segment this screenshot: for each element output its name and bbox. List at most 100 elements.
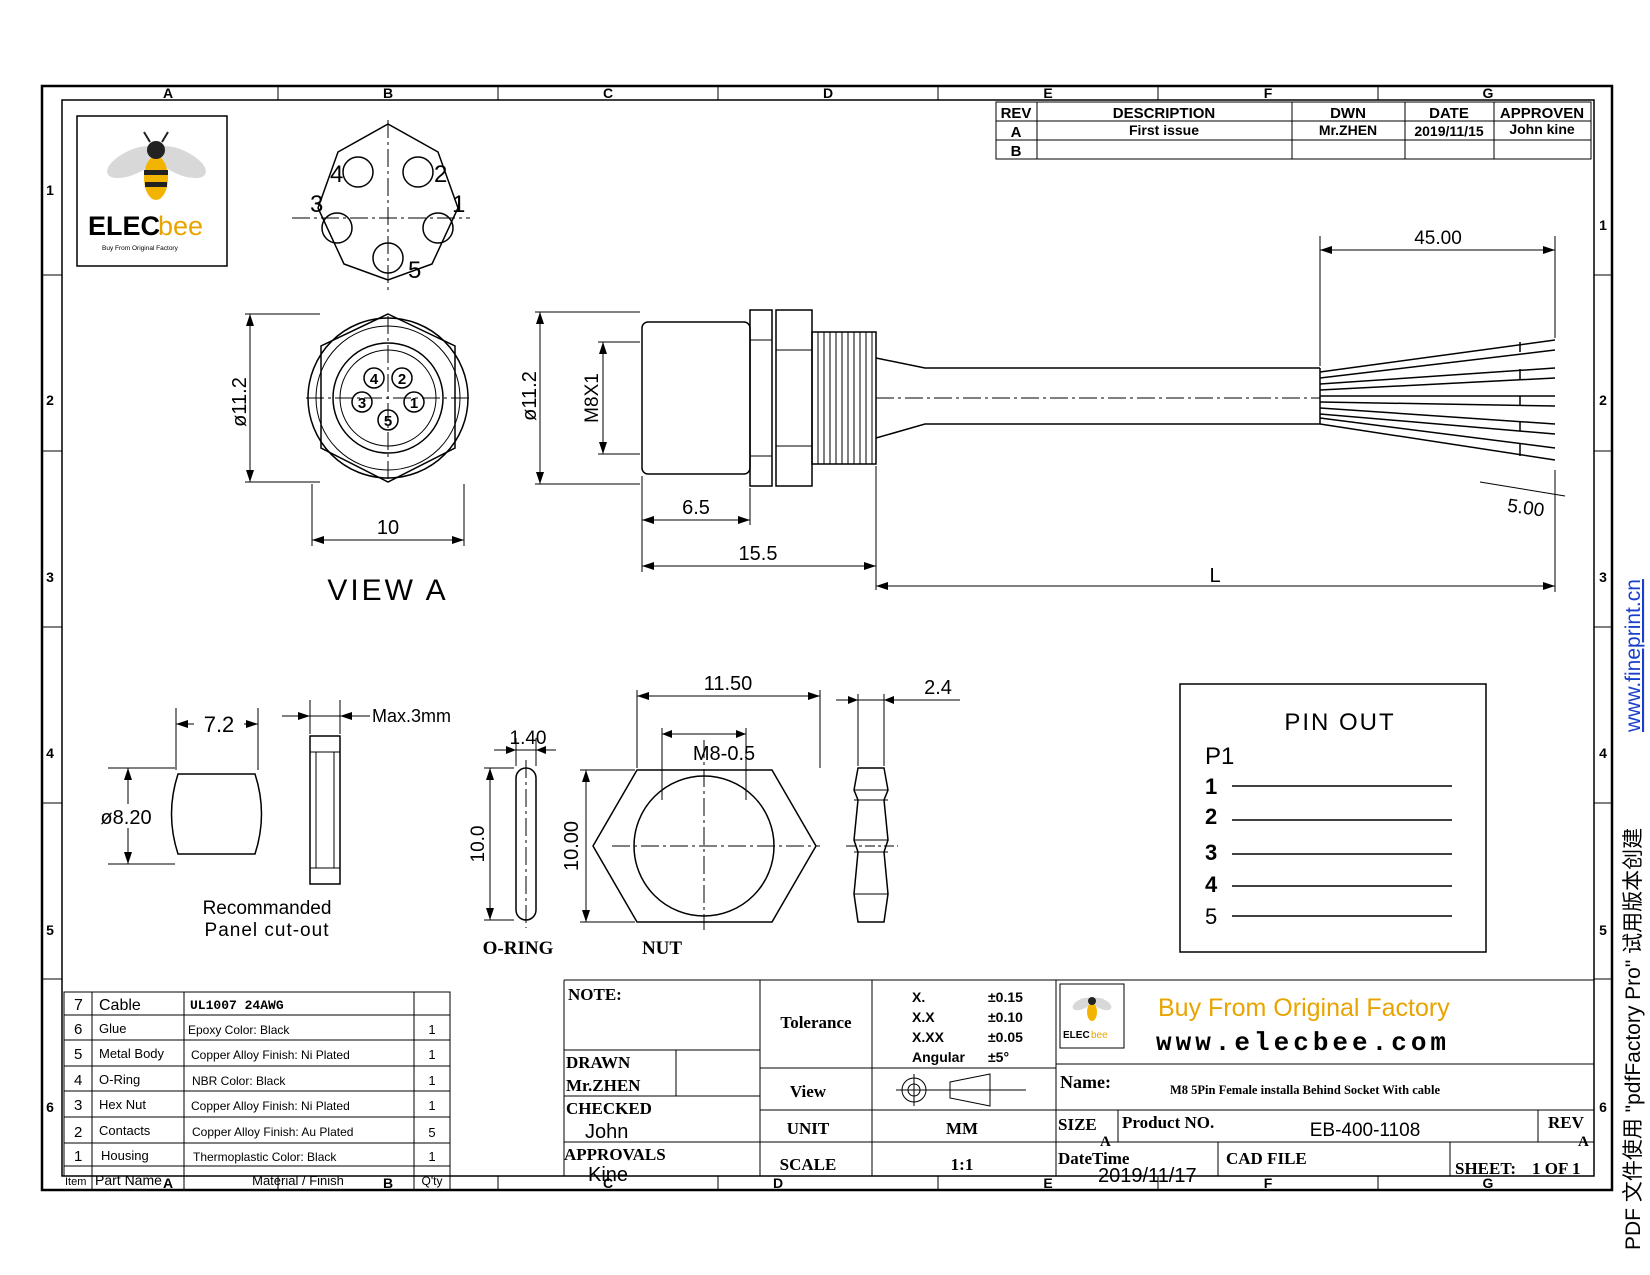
- pin-label: 2: [434, 161, 447, 188]
- o-ring: 1.40 10.0 O-RING: [468, 728, 556, 959]
- col-label: F: [1264, 1175, 1273, 1191]
- rev-cell: Mr.ZHEN: [1319, 122, 1377, 138]
- cad-file-label: CAD FILE: [1226, 1149, 1307, 1168]
- dim-oring-width: 1.40: [510, 728, 547, 749]
- bom-qty: 5: [428, 1125, 435, 1140]
- bee-icon: [107, 131, 206, 200]
- unit-value: MM: [946, 1119, 978, 1138]
- dim-strip-length: 45.00: [1414, 228, 1462, 249]
- scale-label: SCALE: [780, 1155, 837, 1174]
- size-value: A: [1100, 1134, 1111, 1150]
- approvals-label: APPROVALS: [564, 1145, 666, 1164]
- title-block: NOTE: DRAWN Mr.ZHEN CHECKED John APPROVA…: [563, 979, 1594, 1187]
- row-label: 6: [46, 1099, 54, 1115]
- pin-label: 1: [452, 191, 465, 218]
- nut-label: NUT: [642, 938, 682, 959]
- tolerance-value: ±0.10: [988, 1009, 1023, 1025]
- logo-suffix: bee: [158, 211, 203, 241]
- row-label: 2: [1599, 392, 1607, 408]
- rev-header: REV: [1001, 105, 1032, 122]
- pinout-pin: 2: [1205, 804, 1217, 829]
- dim-6-5: 6.5: [682, 497, 710, 519]
- col-label: C: [603, 1175, 613, 1191]
- logo-tagline: Buy From Original Factory: [102, 245, 179, 252]
- rev-cell: B: [1011, 143, 1022, 160]
- rev-header: DATE: [1429, 105, 1469, 122]
- tolerance-label: Tolerance: [780, 1013, 852, 1032]
- bom-header: Part Name: [95, 1172, 162, 1188]
- watermark-link[interactable]: www.fineprint.cn: [1622, 579, 1645, 733]
- bom-material: Epoxy Color: Black: [188, 1023, 290, 1037]
- row-label: 5: [1599, 922, 1607, 938]
- date-label: DateTime: [1058, 1149, 1130, 1168]
- pin-label: 5: [384, 413, 392, 430]
- col-label: F: [1264, 85, 1273, 101]
- bom-qty: 1: [428, 1047, 435, 1062]
- note-label: NOTE:: [568, 985, 622, 1004]
- dim-body-diameter: ø11.2: [519, 371, 541, 421]
- row-label: 5: [46, 922, 54, 938]
- rev-cell: First issue: [1129, 122, 1199, 138]
- drawn-label: DRAWN: [566, 1053, 631, 1072]
- connector-side-view: ø11.2 M8X1 6.5 15.5 L 45.00 5.00: [519, 228, 1566, 592]
- pin-label: 2: [398, 371, 406, 388]
- col-label: A: [163, 85, 173, 101]
- col-label: G: [1483, 85, 1494, 101]
- size-label: SIZE: [1058, 1115, 1097, 1134]
- pin-label: 1: [410, 395, 418, 412]
- bom-part: Glue: [99, 1021, 126, 1036]
- panel-caption-1: Recommanded: [203, 898, 332, 919]
- dim-oring-height: 10.0: [468, 826, 489, 863]
- bom-qty: 1: [428, 1149, 435, 1164]
- col-label: B: [383, 1175, 393, 1191]
- dim-cutout-diameter: ø8.20: [100, 807, 151, 829]
- view-a-hex-body: 4 2 3 1 5 ø11.2 10 VIEW A: [229, 313, 470, 607]
- tolerance-value: ±5°: [988, 1049, 1009, 1065]
- tolerance-value: ±0.15: [988, 989, 1023, 1005]
- view-label: View: [790, 1082, 827, 1101]
- pin-label: 3: [358, 395, 366, 412]
- bom-qty: 1: [428, 1022, 435, 1037]
- sheet-label: SHEET:: [1455, 1159, 1516, 1178]
- row-label: 4: [1599, 745, 1607, 761]
- bom-material: Copper Alloy Finish: Au Plated: [192, 1125, 353, 1139]
- row-label: 1: [1599, 217, 1607, 233]
- row-label: 4: [46, 745, 54, 761]
- row-label: 6: [1599, 1099, 1607, 1115]
- scale-value: 1:1: [951, 1155, 974, 1174]
- col-label: D: [773, 1175, 783, 1191]
- tolerance-key: Angular: [912, 1049, 965, 1065]
- sheet-value: 1 OF 1: [1532, 1159, 1580, 1178]
- rev-cell: 2019/11/15: [1414, 123, 1484, 139]
- title-logo-suffix: bee: [1091, 1030, 1108, 1041]
- name-label: Name:: [1060, 1072, 1111, 1092]
- col-label: A: [163, 1175, 173, 1191]
- col-label: B: [383, 85, 393, 101]
- logo-prefix: ELEC: [88, 211, 160, 241]
- dim-cable-length: L: [1209, 565, 1220, 587]
- col-label: G: [1483, 1175, 1494, 1191]
- title-logo-prefix: ELEC: [1063, 1030, 1090, 1041]
- rev-header: DWN: [1330, 105, 1366, 122]
- bom-item: 1: [74, 1148, 82, 1165]
- bom-item: 4: [74, 1072, 82, 1089]
- watermark-text: PDF 文件使用 "pdfFactory Pro" 试用版本创建: [1622, 828, 1645, 1250]
- bom-part: Contacts: [99, 1123, 151, 1138]
- pinout-pin: 5: [1205, 904, 1217, 929]
- bom-item: 3: [74, 1097, 82, 1114]
- drawn-value: Mr.ZHEN: [566, 1076, 641, 1095]
- col-label: C: [603, 85, 613, 101]
- rev-label: REV: [1548, 1113, 1585, 1132]
- checked-value: John: [585, 1121, 628, 1143]
- bom-item: 2: [74, 1124, 82, 1141]
- bom-qty: 1: [428, 1073, 435, 1088]
- bom-material: Copper Alloy Finish: Ni Plated: [191, 1099, 350, 1113]
- pinout-pin: 4: [1205, 872, 1218, 897]
- part-name: M8 5Pin Female installa Behind Socket Wi…: [1170, 1083, 1440, 1097]
- col-label: E: [1043, 85, 1052, 101]
- panel-cutout: 7.2 ø8.20 Max.3mm Recommanded Panel cut-…: [94, 700, 451, 941]
- bom-part: Hex Nut: [99, 1097, 146, 1112]
- projection-icon: [896, 1073, 1026, 1107]
- row-label: 3: [46, 569, 54, 585]
- rev-value: A: [1578, 1134, 1589, 1150]
